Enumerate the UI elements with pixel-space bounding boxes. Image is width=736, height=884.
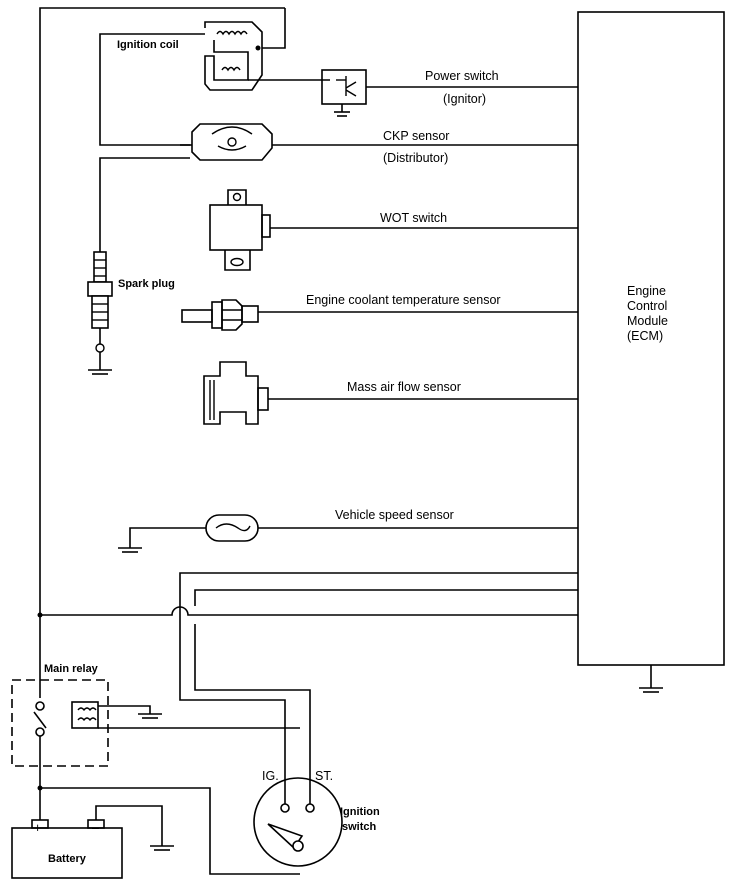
vss-label: Vehicle speed sensor <box>335 508 454 522</box>
maf-sensor-label: Mass air flow sensor <box>347 380 461 394</box>
battery <box>11 819 123 879</box>
spark-plug <box>87 251 113 375</box>
st-terminal-wire <box>194 624 311 808</box>
battery-minus-label: – <box>92 821 99 835</box>
vehicle-speed-sensor <box>205 514 259 542</box>
ignitor-module <box>321 69 367 117</box>
ckp-sensor-label: CKP sensor <box>383 129 449 143</box>
main-relay-label: Main relay <box>44 663 99 675</box>
ig-terminal-label: IG. <box>262 769 279 783</box>
bus-to-ecm-wire <box>40 606 578 616</box>
vss-ground-wire <box>129 527 206 548</box>
battery-to-ignition-switch-wire <box>40 787 300 875</box>
ecm-label-line4: (ECM) <box>627 329 663 343</box>
battery-plus-label: + <box>34 821 41 835</box>
ckp-sensor-distributor <box>180 123 273 161</box>
ignition-switch-label-line2: switch <box>342 821 377 833</box>
wot-switch-label: WOT switch <box>380 211 447 225</box>
ect-sensor <box>181 299 259 331</box>
relay-coil-ground-wire <box>98 705 151 714</box>
ignition-coil-label: Ignition coil <box>117 39 179 51</box>
ect-sensor-label: Engine coolant temperature sensor <box>306 293 501 307</box>
ecm-ground-symbol <box>639 665 663 693</box>
ig-to-ecm-wire <box>179 572 578 808</box>
ecm-label-line1: Engine <box>627 284 666 298</box>
main-relay <box>11 679 109 788</box>
battery-ground-wire <box>95 805 163 846</box>
ignition-switch-label-line1: Ignition <box>340 806 380 818</box>
coil-to-distributor-wire <box>99 33 205 146</box>
ignition-coil <box>204 21 263 91</box>
vss-ground-symbol <box>118 547 142 553</box>
ecm-label-line2: Control <box>627 299 667 313</box>
ignition-switch <box>253 777 343 867</box>
battery-ground-symbol <box>150 845 174 851</box>
st-to-ecm-wire <box>194 589 578 606</box>
ignitor-label: (Ignitor) <box>443 92 486 106</box>
distributor-label: (Distributor) <box>383 151 448 165</box>
wot-switch <box>209 189 271 271</box>
spark-plug-label: Spark plug <box>118 278 175 290</box>
distributor-to-spark-plug-wire <box>99 157 190 255</box>
relay-ground-symbol <box>138 713 162 719</box>
battery-label: Battery <box>48 853 87 865</box>
maf-sensor <box>203 361 269 425</box>
power-bus-wire <box>39 7 285 698</box>
ecm-label-line3: Module <box>627 314 668 328</box>
bus-to-coil-wire <box>262 8 286 49</box>
st-terminal-label: ST. <box>315 769 333 783</box>
power-switch-label: Power switch <box>425 69 499 83</box>
